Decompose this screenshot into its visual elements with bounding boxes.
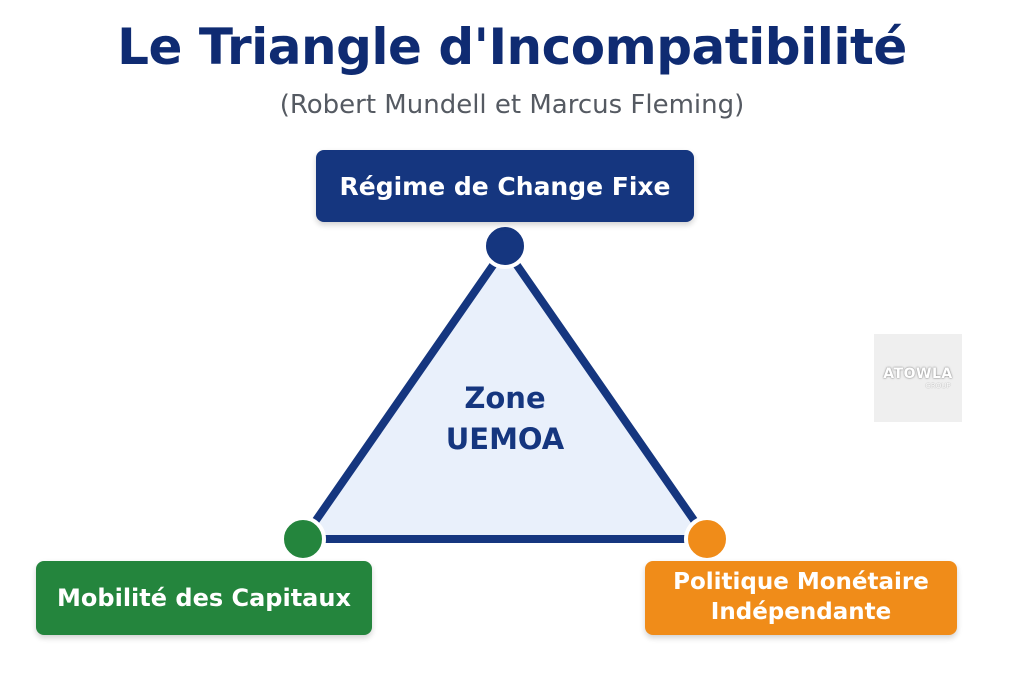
brand-watermark: ATOWLA GROUP — [874, 334, 962, 422]
center-zone-label: Zone UEMOA — [400, 378, 610, 459]
monetary-policy-label-line2: Indépendante — [710, 599, 892, 625]
page-subtitle: (Robert Mundell et Marcus Fleming) — [279, 90, 745, 120]
incompatibility-triangle — [299, 244, 711, 543]
monetary-policy-label-line1: Politique Monétaire — [673, 569, 929, 596]
capital-mobility-box: Mobilité des Capitaux — [36, 561, 372, 635]
top-vertex-node — [482, 223, 528, 269]
center-label-line2: UEMOA — [445, 421, 565, 456]
watermark-brand: ATOWLA — [883, 366, 953, 382]
center-label-line1: Zone — [464, 381, 546, 415]
right-vertex-node — [684, 516, 730, 562]
capital-mobility-label: Mobilité des Capitaux — [57, 584, 351, 612]
watermark-sub: GROUP — [925, 382, 951, 390]
fixed-exchange-rate-label: Régime de Change Fixe — [339, 171, 671, 201]
left-vertex-node — [280, 516, 326, 562]
page-title: Le Triangle d'Incompatibilité — [117, 18, 907, 76]
fixed-exchange-rate-box: Régime de Change Fixe — [316, 150, 694, 222]
monetary-policy-box: Politique Monétaire Indépendante — [645, 561, 957, 635]
